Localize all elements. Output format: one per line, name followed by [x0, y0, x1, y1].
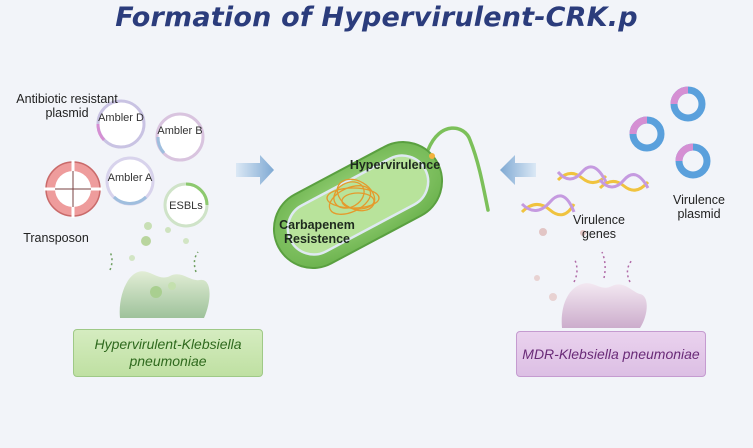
ambler-b-label: Ambler B — [157, 125, 203, 137]
ambler-a-label: Ambler A — [107, 172, 153, 184]
right-arrow-icon — [236, 155, 274, 185]
plasmid-ambler-b-icon — [155, 112, 205, 162]
hypervirulent-klebsiella-box: Hypervirulent-Klebsiella pneumoniae — [73, 329, 263, 377]
diagram-title: Formation of Hypervirulent-CRK.p — [115, 2, 638, 33]
dna-strand-icon — [520, 165, 650, 217]
left-splash-decoration — [109, 222, 210, 318]
plasmid-ambler-d-icon — [96, 99, 146, 149]
esbls-label: ESBLs — [169, 200, 203, 212]
transposon-label: Transposon — [23, 231, 89, 245]
bacterium-icon — [272, 126, 490, 269]
mdr-klebsiella-box: MDR-Klebsiella pneumoniae — [516, 331, 706, 377]
right-splash-decoration — [534, 228, 647, 328]
carbapenem-resistence-label: Carbapenem Resistence — [279, 218, 355, 246]
ambler-d-label: Ambler D — [98, 112, 144, 124]
virulence-plasmid-icon — [629, 86, 711, 179]
antibiotic-resistant-plasmid-label: Antibiotic resistant plasmid — [16, 92, 118, 120]
left-arrow-icon — [500, 155, 536, 185]
plasmid-esbls-icon — [163, 182, 209, 228]
virulence-genes-label: Virulence genes — [573, 213, 625, 241]
transposon-icon — [44, 160, 102, 218]
plasmid-ambler-a-icon — [105, 156, 155, 206]
virulence-plasmid-label: Virulence plasmid — [673, 193, 725, 221]
hypervirulence-label: Hypervirulence — [349, 158, 441, 172]
